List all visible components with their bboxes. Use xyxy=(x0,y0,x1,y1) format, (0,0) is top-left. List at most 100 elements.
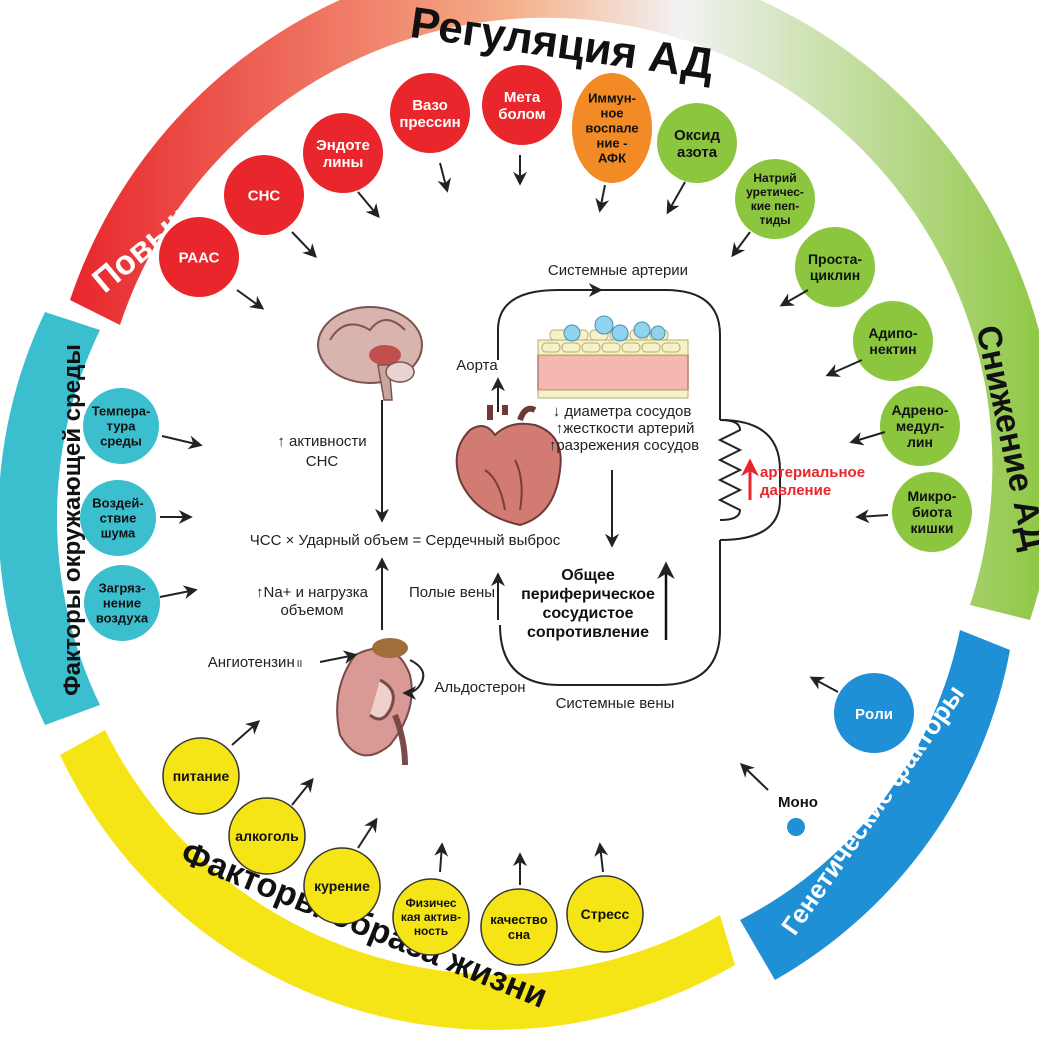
environment-factor-1-line-2: тура xyxy=(107,419,137,434)
decrease-factor-1-line-2: азота xyxy=(677,144,718,161)
sns-activity-line1: ↑ активности xyxy=(277,433,366,450)
genetic-poly-arrow xyxy=(809,676,839,693)
systemic-arteries-label: Системные артерии xyxy=(548,262,688,279)
resistance-spring xyxy=(717,419,743,521)
arteries-path xyxy=(497,283,603,360)
increase-factor-5-line-2: болом xyxy=(498,106,545,123)
environment-factor-3-line-3: воздуха xyxy=(96,611,149,626)
sodium-line1: ↑Na+ и нагрузка xyxy=(256,584,369,601)
lifestyle-factor-4-line-3: ность xyxy=(414,924,448,938)
aorta-label: Аорта xyxy=(456,357,498,374)
vessel-change-diameter: ↓ диаметра сосудов xyxy=(553,403,692,420)
band-lifestyle xyxy=(60,730,735,1030)
environment-factor-1-shape xyxy=(83,388,159,464)
decrease-factor-2-line-2: уретичес- xyxy=(746,185,804,199)
vessel-change-stiffness: ↑жесткости артерий xyxy=(556,420,695,437)
decrease-factor-6-line-3: кишки xyxy=(911,520,954,536)
lifestyle-factor-4-line-1: Физичес xyxy=(405,896,456,910)
decrease-factor-2-shape xyxy=(735,159,815,239)
increase-factor-2-shape xyxy=(224,155,304,235)
vena-cava-label: Полые вены xyxy=(409,584,495,601)
lifestyle-factor-2-shape xyxy=(228,797,306,875)
environment-factor-3-shape xyxy=(84,565,160,641)
increase-factor-2-line-1: СНС xyxy=(248,187,281,204)
lifestyle-arrow-1 xyxy=(231,720,261,746)
sns-activity-line2: СНС xyxy=(306,453,339,470)
lifestyle-factor-3-shape xyxy=(303,847,381,925)
lifestyle-arrow-4 xyxy=(434,842,449,873)
environment-arrow-1 xyxy=(161,435,203,450)
environment-factor-2-line-3: шума xyxy=(101,526,136,541)
immune-factor-line-5: АФК xyxy=(598,151,626,166)
increase-factor-1-shape xyxy=(159,217,239,297)
increase-factor-1-line-1: РААС xyxy=(179,249,220,266)
decrease-factor-6-line-2: биота xyxy=(912,504,952,520)
cardiac-output-formula: ЧСС × Ударный объем = Сердечный выброс xyxy=(250,532,561,549)
lifestyle-factor-5-shape xyxy=(480,888,558,966)
lifestyle-factor-4-line-2: кая актив- xyxy=(401,910,461,924)
bp-bracket xyxy=(719,419,781,541)
lifestyle-factor-1: питание xyxy=(162,737,240,815)
veins-path xyxy=(499,540,721,686)
decrease-factor-3: Проста-циклин xyxy=(795,227,875,307)
increase-arrow-3 xyxy=(357,191,380,219)
lifestyle-factor-5-line-1: качество xyxy=(490,912,547,927)
band-environment xyxy=(0,312,100,725)
environment-factor-3-line-2: нение xyxy=(103,596,141,611)
lifestyle-factor-1-shape xyxy=(162,737,240,815)
increase-arrow-4 xyxy=(437,162,451,193)
angiotensin-arrow xyxy=(319,650,358,665)
brain-icon xyxy=(317,306,423,401)
decrease-arrow-4 xyxy=(825,359,863,377)
vessel-change-rarefaction: ↑разрежения сосудов xyxy=(549,437,699,454)
lifestyle-arrow-6 xyxy=(594,842,609,873)
resistance-line3: сосудистое xyxy=(542,605,633,622)
immune-arrow xyxy=(595,184,610,213)
lifestyle-factor-2: алкоголь xyxy=(228,797,306,875)
aldosterone-label: Альдостерон xyxy=(434,679,525,696)
lifestyle-arrow-3 xyxy=(357,817,378,849)
environment-factor-2-line-1: Воздей- xyxy=(92,496,143,511)
lifestyle-factor-4-shape xyxy=(392,878,470,956)
increase-arrow-1 xyxy=(236,289,265,310)
decrease-factor-3-line-1: Проста- xyxy=(808,251,862,267)
decrease-factor-1-line-1: Оксид xyxy=(674,127,721,144)
increase-factor-4-line-2: прессин xyxy=(399,114,460,131)
resistance-line1: Общее xyxy=(561,567,615,584)
decrease-factor-5-shape xyxy=(880,386,960,466)
decrease-arrow-3 xyxy=(779,289,809,307)
decrease-factor-4-shape xyxy=(853,301,933,381)
factor-circles: РААССНСЭндотелиныВазопрессинМетаболомИмм… xyxy=(80,65,972,966)
lifestyle-factor-6-line-1: Стресс xyxy=(581,906,630,922)
increase-factor-3-line-2: лины xyxy=(323,154,364,171)
decrease-factor-3-line-2: циклин xyxy=(810,267,860,283)
increase-factor-1: РААС xyxy=(159,217,239,297)
decrease-arrow-1 xyxy=(666,181,686,215)
decrease-factor-5-line-1: Адрено- xyxy=(891,402,948,418)
lifestyle-factor-5-line-2: сна xyxy=(508,927,531,942)
environment-factor-1-line-1: Темпера- xyxy=(92,404,151,419)
genetic-mono-arrow xyxy=(739,763,769,791)
decrease-factor-3-shape xyxy=(795,227,875,307)
lifestyle-arrow-2 xyxy=(291,777,314,806)
decrease-factor-4-line-1: Адипо- xyxy=(868,325,918,341)
bp-label-line2: давление xyxy=(760,482,831,499)
decrease-factor-5-line-2: медул- xyxy=(896,418,945,434)
central-mechanism: ↑ активности СНС ЧСС × Ударный объем = С… xyxy=(208,262,865,766)
systemic-veins-label: Системные вены xyxy=(556,695,675,712)
increase-factor-3-line-1: Эндоте xyxy=(316,137,370,154)
genetic-poly-shape xyxy=(834,673,914,753)
increase-arrow-2 xyxy=(291,231,317,259)
decrease-factor-2-line-1: Натрий xyxy=(753,171,796,185)
environment-factor-1-line-3: среды xyxy=(100,434,142,449)
